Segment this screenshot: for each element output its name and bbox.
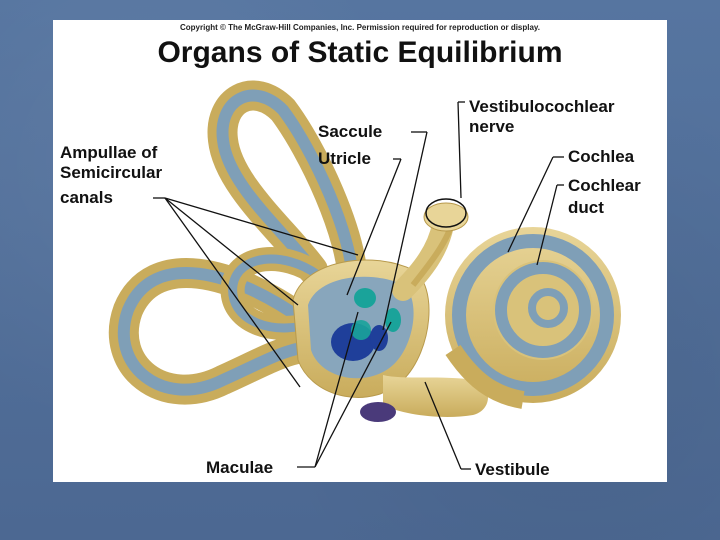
label-cochlea: Cochlea: [568, 147, 635, 166]
label-vestibulocochlear-1: Vestibulocochlear: [469, 97, 615, 116]
label-saccule: Saccule: [318, 122, 382, 141]
label-utricle: Utricle: [318, 149, 371, 168]
label-cochlear-duct-2: duct: [568, 198, 604, 217]
cochlea: [445, 227, 621, 403]
figure-panel: Copyright © The McGraw-Hill Companies, I…: [53, 20, 667, 482]
label-ampullae-2: Semicircular: [60, 163, 162, 182]
label-vestibulocochlear-2: nerve: [469, 117, 514, 136]
label-ampullae-1: Ampullae of: [60, 143, 158, 162]
label-ampullae-3: canals: [60, 188, 113, 207]
label-vestibule: Vestibule: [475, 460, 550, 479]
label-maculae: Maculae: [206, 458, 273, 477]
inner-ear-diagram: Ampullae of Semicircular canals Saccule …: [53, 20, 667, 482]
label-cochlear-duct-1: Cochlear: [568, 176, 641, 195]
